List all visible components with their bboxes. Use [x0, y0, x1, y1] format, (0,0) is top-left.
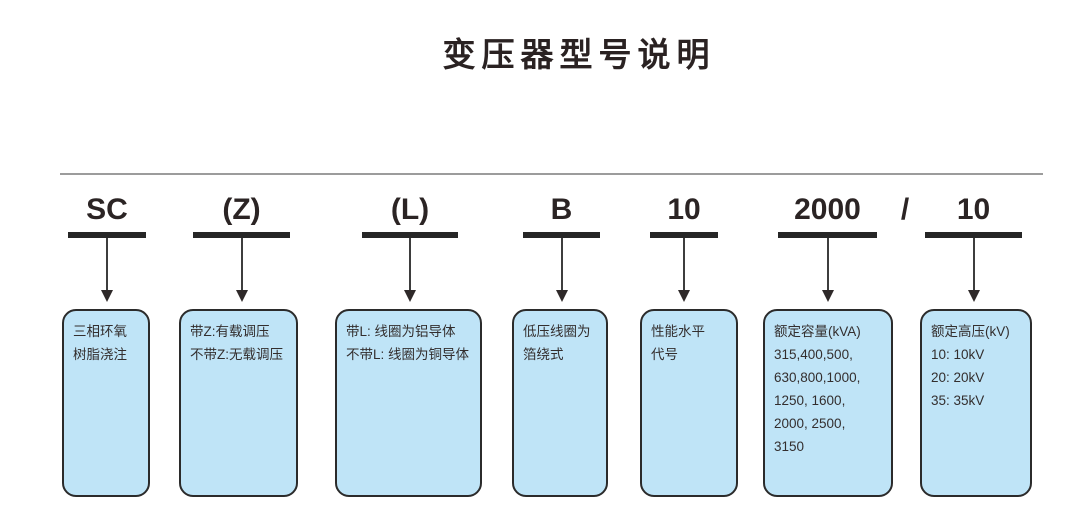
- code-label-z: (Z): [222, 193, 261, 226]
- arrow-head: [555, 290, 568, 302]
- arrow-head: [821, 290, 834, 302]
- arrow-shaft: [826, 238, 829, 290]
- down-arrow-icon: [523, 238, 600, 302]
- code-underline: [778, 232, 877, 238]
- code-underline: [523, 232, 600, 238]
- arrow-head: [678, 290, 690, 302]
- segment-z: (Z): [193, 192, 290, 302]
- box-foil-winding: 低压线圈为箔绕式: [512, 309, 608, 497]
- box-text-line: 3150: [774, 439, 805, 454]
- box-text-line: 带Z:有载调压: [190, 324, 270, 339]
- box-text-line: 三相环氧: [73, 324, 127, 339]
- arrow-shaft: [560, 238, 563, 290]
- code-label-voltage: 10: [956, 193, 991, 226]
- box-text-line: 1250, 1600,: [774, 393, 846, 408]
- code-underline: [362, 232, 458, 238]
- arrow-head: [101, 290, 113, 302]
- segment-capacity: 2000: [778, 192, 877, 302]
- box-text-line: 315,400,500,: [774, 347, 853, 362]
- arrow-shaft: [240, 238, 243, 290]
- box-text-line: 代号: [651, 347, 678, 362]
- box-phase-epoxy: 三相环氧树脂浇注: [62, 309, 150, 497]
- code-underline: [650, 232, 718, 238]
- box-rated-capacity: 额定容量(kVA) 315,400,500, 630,800,1000, 1250, …: [763, 309, 893, 497]
- code-label-b: B: [550, 193, 573, 226]
- code-underline: [925, 232, 1022, 238]
- box-text-line: 2000, 2500,: [774, 416, 846, 431]
- separator-slash: /: [900, 193, 910, 226]
- horizontal-rule: [60, 173, 1043, 175]
- box-text-line: 带L: 线圈为铝导体: [346, 324, 456, 339]
- code-label-performance: 10: [667, 193, 701, 226]
- arrow-head: [967, 290, 980, 302]
- segment-performance: 10: [650, 192, 718, 302]
- segment-sc: SC: [68, 192, 146, 302]
- code-label-l: (L): [390, 193, 430, 226]
- box-voltage-regulation: 带Z:有载调压不带Z:无载调压: [179, 309, 298, 497]
- arrow-shaft: [106, 238, 108, 290]
- code-label-sc: SC: [86, 193, 128, 226]
- arrow-shaft: [972, 238, 975, 290]
- box-rated-high-voltage: 额定高压(kV) 10: 10kV 20: 20kV 35: 35kV: [920, 309, 1032, 497]
- box-text-line: 10: 10kV: [931, 347, 985, 362]
- down-arrow-icon: [778, 238, 877, 302]
- box-text-line: 不带L: 线圈为铜导体: [346, 347, 470, 362]
- box-text-line: 不带Z:无载调压: [190, 347, 283, 362]
- box-text-line: 额定容量(kVA): [774, 324, 861, 339]
- down-arrow-icon: [68, 238, 146, 302]
- box-text-line: 630,800,1000,: [774, 370, 861, 385]
- down-arrow-icon: [650, 238, 718, 302]
- arrow-shaft: [409, 238, 411, 290]
- down-arrow-icon: [362, 238, 458, 302]
- box-coil-conductor: 带L: 线圈为铝导体不带L: 线圈为铜导体: [335, 309, 482, 497]
- box-text-line: 低压线圈为: [523, 324, 591, 339]
- code-underline: [68, 232, 146, 238]
- arrow-head: [235, 290, 248, 302]
- box-performance-level: 性能水平代号: [640, 309, 738, 497]
- code-label-capacity: 2000: [794, 193, 861, 226]
- arrow-head: [404, 290, 416, 302]
- down-arrow-icon: [193, 238, 290, 302]
- box-text-line: 树脂浇注: [73, 347, 127, 362]
- arrow-shaft: [683, 238, 685, 290]
- box-text-line: 35: 35kV: [931, 393, 985, 408]
- segment-voltage: 10: [925, 192, 1022, 302]
- code-underline: [193, 232, 290, 238]
- box-text-line: 性能水平: [651, 324, 705, 339]
- box-text-line: 额定高压(kV): [931, 324, 1010, 339]
- segment-b: B: [523, 192, 600, 302]
- segment-l: (L): [362, 192, 458, 302]
- box-text-line: 20: 20kV: [931, 370, 985, 385]
- box-text-line: 箔绕式: [523, 347, 564, 362]
- down-arrow-icon: [925, 238, 1022, 302]
- diagram-title: 变压器型号说明: [442, 36, 716, 73]
